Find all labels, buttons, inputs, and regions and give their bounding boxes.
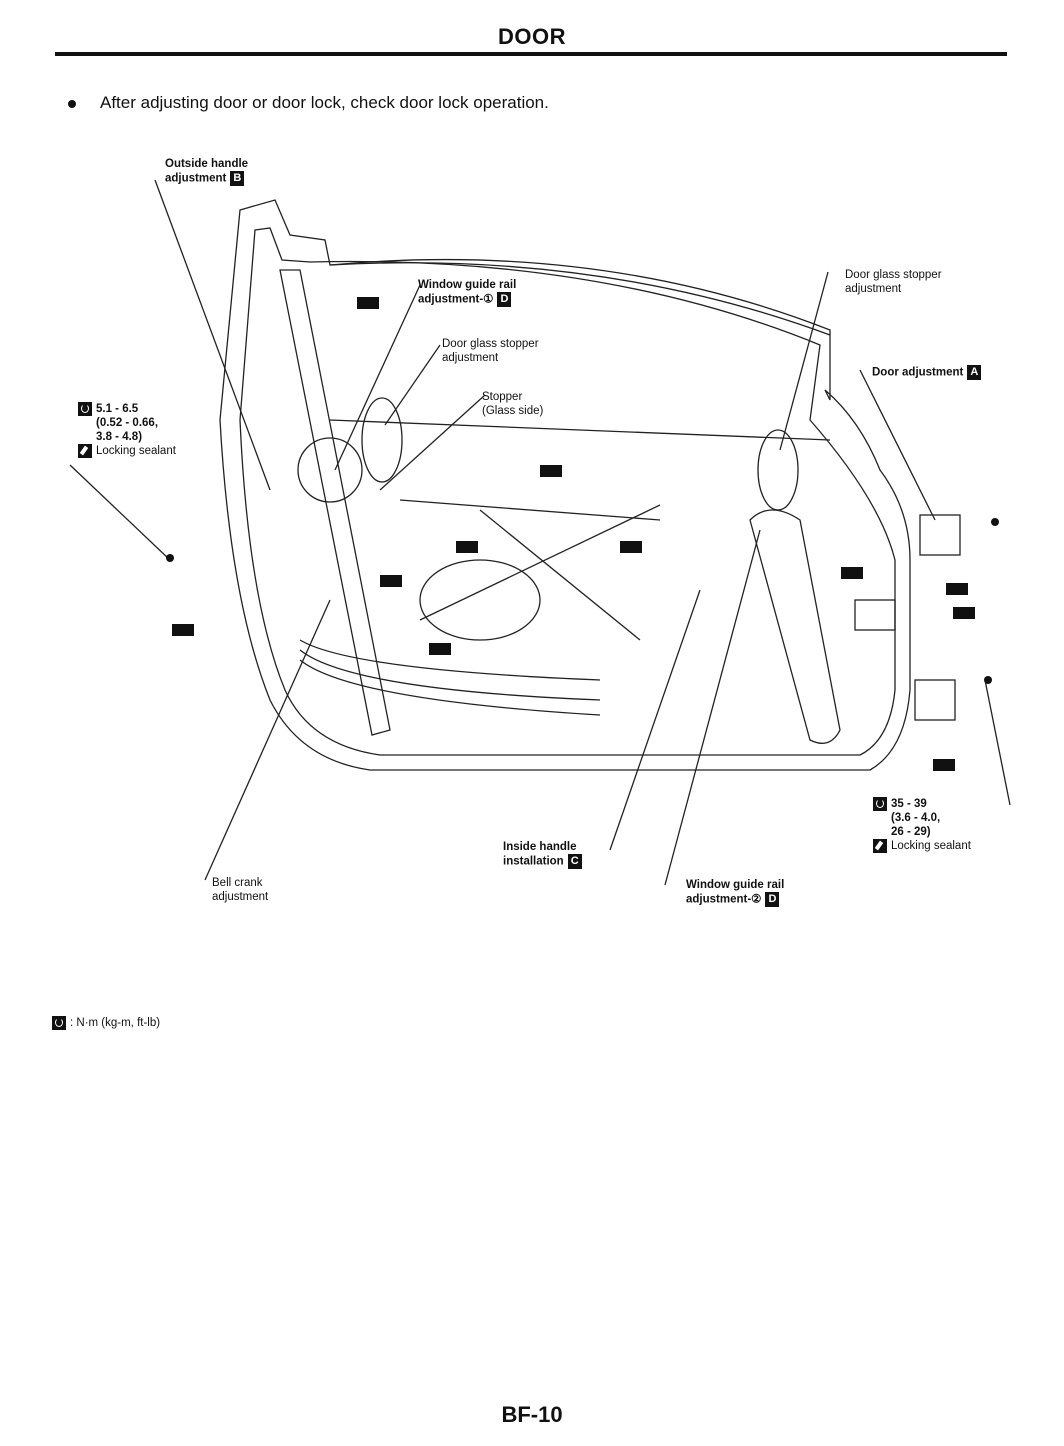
grease-tags — [172, 297, 975, 771]
label-line: adjustment-② — [686, 893, 762, 906]
label-line: Outside handle — [165, 158, 249, 170]
grease-point-icon — [456, 541, 478, 553]
torque-value: 35 - 39 — [891, 798, 927, 811]
label-torque-left: 5.1 - 6.5 (0.52 - 0.66, 3.8 - 4.8) Locki… — [78, 402, 176, 459]
title-rule — [55, 52, 1007, 56]
door-check — [854, 599, 896, 631]
regulator-callout — [419, 559, 541, 641]
reference-tag-b: B — [230, 171, 245, 186]
door-outer-panel — [219, 199, 911, 771]
label-stopper-glass-side: Stopper (Glass side) — [482, 390, 543, 418]
label-bell-crank: Bell crank adjustment — [212, 876, 268, 904]
grease-point-icon — [172, 624, 194, 636]
label-line: adjustment — [165, 172, 227, 185]
guide-rail-callout — [297, 437, 363, 503]
sealant-note: Locking sealant — [96, 445, 176, 458]
torque-wrench-icon — [52, 1016, 66, 1030]
locking-sealant-icon — [873, 839, 887, 854]
label-line: Door glass stopper — [845, 269, 942, 281]
door-diagram — [69, 179, 1011, 886]
label-door-glass-stopper-right: Door glass stopper adjustment — [845, 268, 942, 296]
upper-hinge — [919, 514, 961, 556]
grease-point-icon — [620, 541, 642, 553]
legend-text: : N·m (kg-m, ft-lb) — [70, 1017, 161, 1030]
label-line: Door glass stopper — [442, 338, 539, 350]
torque-wrench-icon — [78, 402, 92, 416]
label-torque-right: 35 - 39 (3.6 - 4.0, 26 - 29) Locking sea… — [873, 797, 971, 854]
belt-line — [329, 419, 831, 441]
torque-value: 3.8 - 4.8) — [96, 431, 143, 444]
wire-harness — [299, 639, 601, 716]
label-line: Window guide rail — [686, 879, 785, 891]
label-door-glass-stopper-left: Door glass stopper adjustment — [442, 337, 539, 365]
bolt-icon — [984, 676, 992, 684]
bullet-icon — [68, 99, 76, 108]
bolt-icon — [991, 518, 999, 526]
reference-tag-d: D — [765, 892, 780, 907]
grease-point-icon — [841, 567, 863, 579]
guide-rail-right — [749, 509, 841, 744]
torque-value: (0.52 - 0.66, — [96, 417, 159, 430]
label-line: Door adjustment — [872, 366, 964, 379]
bolts — [166, 518, 999, 684]
window-line — [329, 262, 831, 336]
torque-value: 26 - 29) — [891, 826, 931, 839]
reference-tag-d: D — [497, 292, 512, 307]
label-line: Stopper — [482, 391, 523, 403]
sealant-note: Locking sealant — [891, 840, 971, 853]
label-line: (Glass side) — [482, 405, 544, 417]
grease-point-icon — [933, 759, 955, 771]
note-text: After adjusting door or door lock, check… — [100, 93, 549, 112]
torque-value: (3.6 - 4.0, — [891, 812, 941, 825]
torque-wrench-icon — [873, 797, 887, 811]
grease-point-icon — [540, 465, 562, 477]
door-inner-panel — [239, 227, 896, 756]
page-title: DOOR — [498, 24, 566, 49]
reference-tag-c: C — [567, 854, 582, 869]
grease-point-icon — [429, 643, 451, 655]
label-line: Inside handle — [503, 841, 577, 853]
page-number: BF-10 — [501, 1402, 563, 1427]
label-line: adjustment — [212, 891, 269, 903]
torque-legend: : N·m (kg-m, ft-lb) — [52, 1016, 160, 1030]
grease-point-icon — [953, 607, 975, 619]
lower-hinge — [914, 679, 956, 721]
regulator-arm-3 — [419, 504, 661, 621]
label-line: adjustment — [845, 283, 902, 295]
regulator-arm-2 — [479, 509, 641, 641]
regulator-arm-1 — [399, 499, 661, 521]
label-line: installation — [503, 855, 564, 868]
reference-tag-a: A — [967, 365, 982, 380]
stopper-callout-left — [361, 397, 403, 483]
label-line: adjustment — [442, 352, 499, 364]
guide-rail-left — [279, 269, 391, 736]
instruction-note: After adjusting door or door lock, check… — [68, 93, 549, 113]
torque-value: 5.1 - 6.5 — [96, 403, 139, 416]
label-line: Bell crank — [212, 877, 263, 889]
label-line: Window guide rail — [418, 279, 517, 291]
grease-point-icon — [946, 583, 968, 595]
label-line: adjustment-① — [418, 293, 494, 306]
locking-sealant-icon — [78, 444, 92, 459]
grease-point-icon — [380, 575, 402, 587]
grease-point-icon — [357, 297, 379, 309]
stopper-callout-right — [757, 429, 799, 511]
bolt-icon — [166, 554, 174, 562]
